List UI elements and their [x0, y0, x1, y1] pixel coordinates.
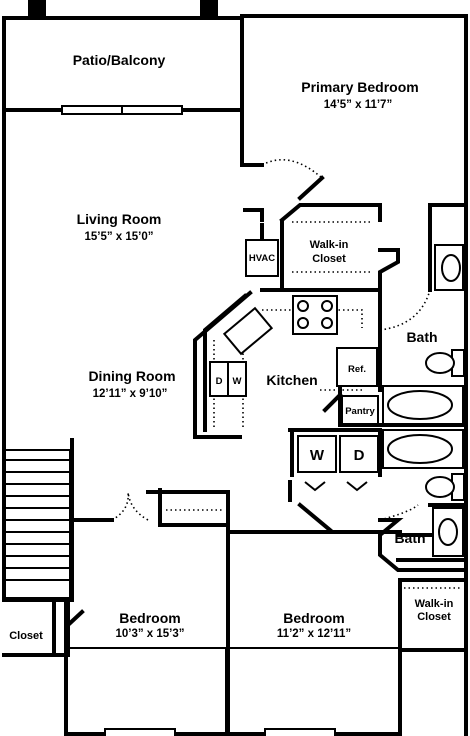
hvac [245, 239, 279, 277]
top-left-pillar [28, 0, 46, 18]
bedroom-lower-lines [66, 647, 400, 734]
dryer [339, 435, 379, 473]
washer-label: W [310, 447, 325, 464]
living-room-dims: 15’5” x 15’0” [84, 231, 153, 243]
bedroom-left-label: Bedroom [119, 610, 180, 626]
bedroom-left-dims: 10’3” x 15’3” [115, 628, 184, 640]
patio-label: Patio/Balcony [73, 52, 166, 68]
dishwasher-letter-w: W [233, 376, 242, 387]
kitchen-sink [222, 306, 274, 356]
washer [297, 435, 337, 473]
bedroom-right-label: Bedroom [283, 610, 344, 626]
sliding-doors [61, 105, 336, 736]
closet-shelves [166, 221, 462, 589]
bath-1-label: Bath [406, 329, 437, 345]
dryer-arrow [346, 481, 368, 492]
closet-label: Closet [9, 630, 43, 642]
pantry-label: Pantry [345, 406, 375, 417]
walk-in-closet-2-line1: Walk-in [415, 598, 454, 610]
living-room-label: Living Room [77, 211, 162, 227]
stove [292, 295, 338, 335]
dining-room-dims: 12’11” x 9’10” [93, 388, 168, 400]
primary-bedroom-label: Primary Bedroom [301, 79, 418, 95]
kitchen-label: Kitchen [266, 372, 317, 388]
dishwasher-letter-d: D [216, 376, 223, 387]
bedroom-right-dims: 11’2” x 12’11” [277, 628, 351, 640]
top-right-pillar [200, 0, 218, 18]
walk-in-closet-1-line2: Closet [312, 253, 346, 265]
bath-2-fixtures [382, 429, 465, 557]
pantry [341, 395, 379, 425]
bath-2-label: Bath [394, 530, 425, 546]
refrigerator-label: Ref. [348, 364, 366, 375]
washer-arrow [304, 481, 326, 492]
hvac-label: HVAC [249, 253, 275, 264]
walk-in-closet-1-line1: Walk-in [310, 239, 349, 251]
walk-in-closet-2-line2: Closet [417, 611, 451, 623]
dining-room-label: Dining Room [88, 368, 175, 384]
stairs [3, 449, 71, 599]
primary-bedroom-dims: 14’5” x 11’7” [324, 99, 392, 111]
dryer-label: D [354, 447, 365, 464]
door-swings [111, 158, 431, 521]
refrigerator [336, 347, 378, 387]
bath-1-fixtures [382, 244, 465, 425]
